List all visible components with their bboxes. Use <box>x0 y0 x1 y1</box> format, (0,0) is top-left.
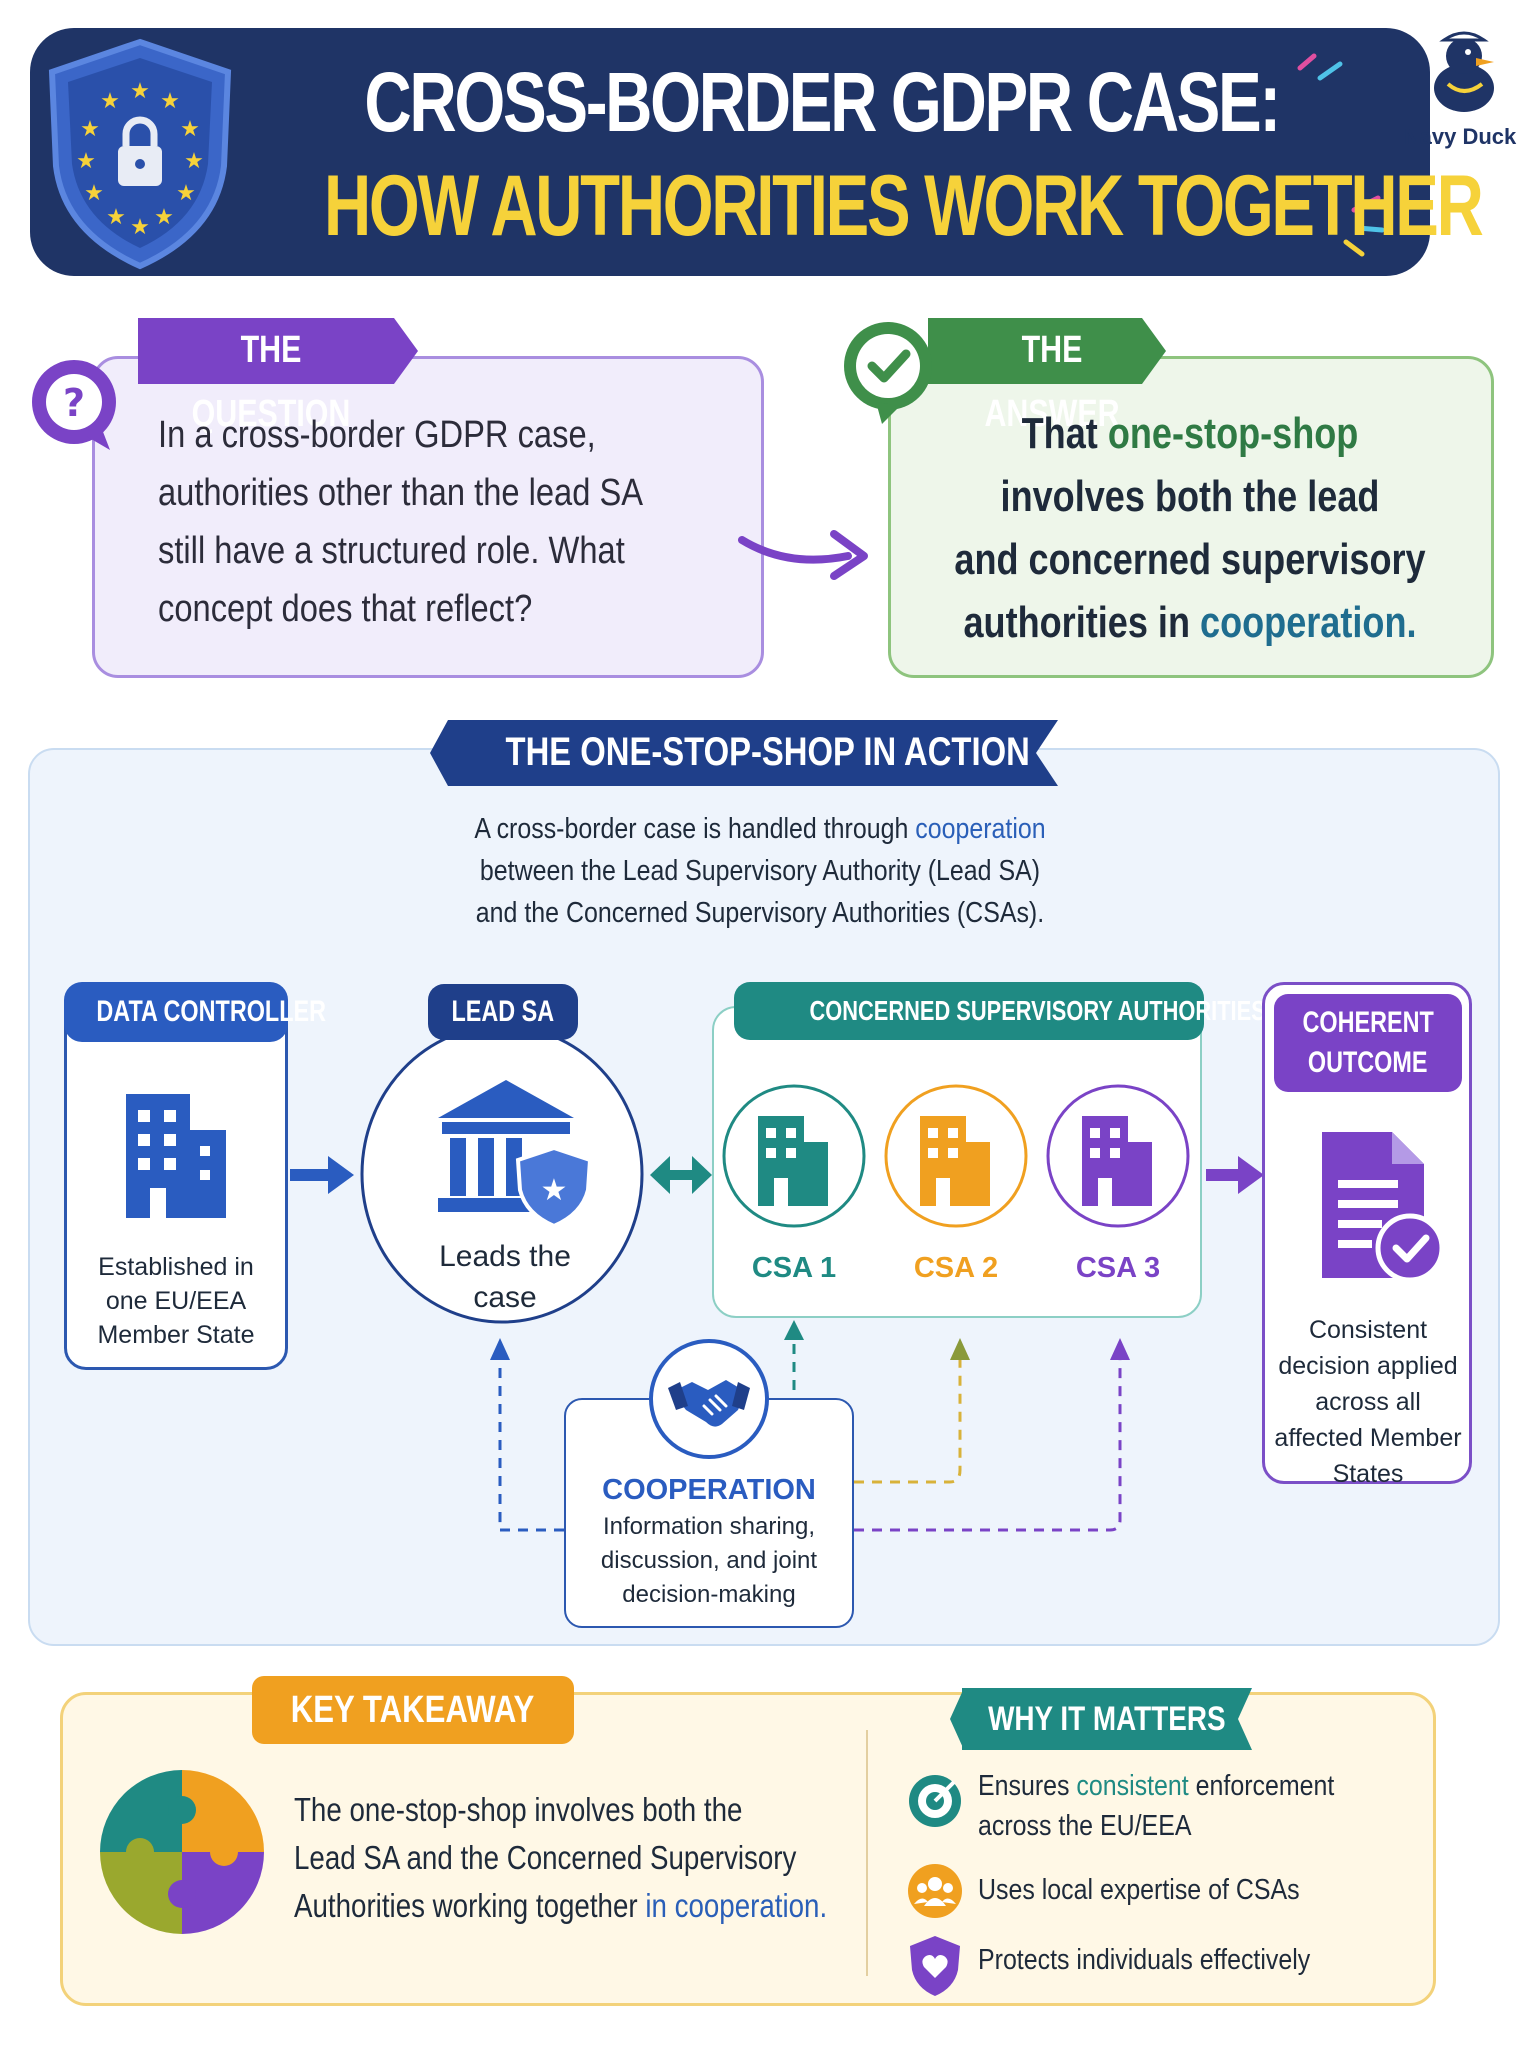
why-it-matters-tag: WHY IT MATTERS <box>962 1688 1234 1750</box>
arrow-to-outcome <box>1206 1156 1264 1194</box>
svg-text:★: ★ <box>176 181 196 206</box>
svg-text:★: ★ <box>106 205 126 230</box>
svg-text:★: ★ <box>180 117 200 142</box>
why-item-consistent-enforcement: Ensures consistent enforcement across th… <box>978 1770 1335 1842</box>
title-line-1: CROSS-BORDER GDPR CASE: <box>364 55 1281 149</box>
answer-card <box>888 356 1494 678</box>
why-item-protects-individuals: Protects individuals effectively <box>978 1944 1311 1976</box>
question-tag-shape <box>138 318 418 384</box>
cooperation-text: Information sharing, discussion, and joi… <box>600 1513 818 1608</box>
handshake-icon <box>649 1339 769 1459</box>
lead-csa-double-arrow <box>650 1156 712 1194</box>
data-controller-text: Established in one EU/EEA Member State <box>97 1253 255 1349</box>
question-to-answer-arrow <box>738 530 868 580</box>
cooperation-title: COOPERATION <box>602 1474 816 1506</box>
eu-shield-lock-icon: ★ ★ ★ ★ ★ ★ ★ ★ ★ ★ ★ ★ <box>48 38 232 270</box>
confetti-decoration <box>1297 53 1385 257</box>
answer-tag-shape <box>928 318 1166 384</box>
checkmark-bubble-icon <box>844 322 932 424</box>
csa-1-building-icon <box>758 1116 828 1206</box>
answer-tag: THE ANSWER <box>984 329 1120 435</box>
question-bubble-icon: ? <box>32 360 116 450</box>
document-check-icon <box>1322 1132 1445 1283</box>
people-group-icon <box>908 1864 962 1918</box>
bottom-divider <box>866 1730 868 1976</box>
key-takeaway-text: The one-stop-shop involves both the Lead… <box>294 1791 828 1924</box>
csas-tag: CONCERNED SUPERVISORY AUTHORITIES (CSAs) <box>734 982 1345 1040</box>
navy-duck-logo-icon <box>1434 31 1494 112</box>
svg-text:★: ★ <box>84 181 104 206</box>
svg-text:★: ★ <box>100 89 120 114</box>
answer-text: That one-stop-shop involves both the lea… <box>954 409 1426 647</box>
why-item-local-expertise: Uses local expertise of CSAs <box>978 1874 1300 1906</box>
panel-title-ribbon <box>430 720 1058 786</box>
title-line-2: HOW AUTHORITIES WORK TOGETHER <box>324 158 1484 254</box>
svg-text:★: ★ <box>130 215 150 240</box>
cooperation-connectors <box>490 1320 1130 1532</box>
office-building-icon <box>126 1094 226 1218</box>
panel-intro: A cross-border case is handled through c… <box>474 813 1046 929</box>
panel-title: THE ONE-STOP-SHOP IN ACTION <box>505 730 1030 774</box>
brand-name: Navy Duck <box>1403 124 1517 149</box>
courthouse-shield-icon: ★ <box>438 1080 593 1228</box>
shield-heart-icon <box>910 1936 960 1996</box>
svg-text:★: ★ <box>130 79 150 104</box>
lead-sa-tag: LEAD SA <box>428 984 578 1040</box>
question-card <box>92 356 764 678</box>
question-tag: THE QUESTION <box>191 329 351 435</box>
puzzle-icon <box>100 1770 264 1934</box>
csa-3-label: CSA 3 <box>1075 1252 1161 1284</box>
svg-text:★: ★ <box>76 149 96 174</box>
svg-text:★: ★ <box>154 205 174 230</box>
highlight-cooperation: cooperation. <box>1200 598 1417 647</box>
target-icon <box>909 1775 961 1827</box>
question-text: In a cross-border GDPR case, authorities… <box>158 414 642 630</box>
highlight-one-stop-shop: one-stop-shop <box>1107 409 1359 458</box>
key-takeaway-tag: KEY TAKEAWAY <box>252 1676 574 1744</box>
svg-text:?: ? <box>63 381 85 425</box>
lead-sa-text: Leads the case <box>439 1240 571 1314</box>
csa-2-building-icon <box>920 1116 990 1206</box>
svg-text:★: ★ <box>160 89 180 114</box>
arrow-to-lead-sa <box>290 1156 354 1194</box>
svg-text:★: ★ <box>541 1173 568 1208</box>
csa-3-building-icon <box>1082 1116 1152 1206</box>
coherent-outcome-text: Consistent decision applied across all a… <box>1274 1316 1462 1488</box>
csa-1-label: CSA 1 <box>751 1252 837 1284</box>
svg-text:★: ★ <box>80 117 100 142</box>
svg-text:★: ★ <box>184 149 204 174</box>
csa-2-label: CSA 2 <box>913 1252 999 1284</box>
header-banner <box>30 28 1430 276</box>
data-controller-tag: DATA CONTROLLER <box>64 982 326 1042</box>
